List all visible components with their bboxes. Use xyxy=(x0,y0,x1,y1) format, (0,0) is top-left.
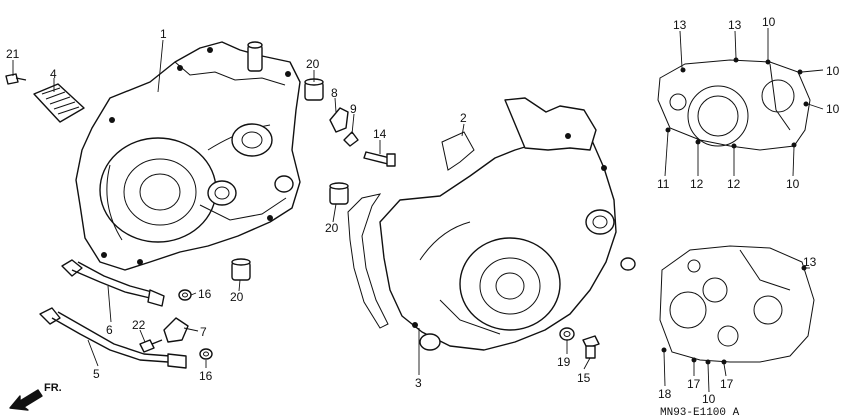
right-case-bolt-pattern xyxy=(659,245,815,365)
callout-10-lower: 10 xyxy=(702,392,716,406)
hose-clamp xyxy=(163,317,189,343)
callout-20-middle: 20 xyxy=(325,221,339,235)
breather-plate xyxy=(33,83,85,123)
dowel-pin-upper xyxy=(304,78,324,101)
callout-11: 11 xyxy=(657,177,670,191)
drain-bolt xyxy=(582,335,600,359)
oil-hose-upper xyxy=(61,259,165,307)
callout-22: 22 xyxy=(132,318,146,332)
right-crankcase-half xyxy=(379,97,636,351)
callout-2: 2 xyxy=(460,111,467,125)
sealing-washer-lower xyxy=(199,348,213,360)
sealing-washer-upper xyxy=(178,289,192,301)
left-crankcase-half xyxy=(75,41,301,271)
plate-bolt xyxy=(5,73,27,85)
callout-16-upper: 16 xyxy=(198,287,212,301)
callout-3: 3 xyxy=(415,376,422,390)
callout-6: 6 xyxy=(106,323,113,337)
callout-16-lower: 16 xyxy=(199,369,213,383)
callout-18: 18 xyxy=(658,387,672,401)
dowel-pin-middle xyxy=(329,182,349,205)
callout-4: 4 xyxy=(50,67,57,81)
callout-21: 21 xyxy=(6,47,20,61)
callout-17-left: 17 xyxy=(687,377,701,391)
front-label: FR. xyxy=(44,382,62,394)
dowel-pin-lower xyxy=(231,258,251,281)
callout-12-left: 12 xyxy=(690,177,704,191)
callout-9: 9 xyxy=(350,102,357,116)
callout-19: 19 xyxy=(557,355,571,369)
front-arrow-icon xyxy=(9,389,43,411)
callout-15: 15 xyxy=(577,371,591,385)
callout-10-bottom: 10 xyxy=(786,177,800,191)
callout-20-upper: 20 xyxy=(306,57,320,71)
callout-13-lower: 13 xyxy=(803,255,817,269)
front-direction-marker: FR. xyxy=(9,382,62,411)
crankcase-gasket xyxy=(347,131,475,329)
bracket xyxy=(329,107,349,133)
callout-labels: 1 4 21 20 8 9 14 20 20 2 3 19 15 6 5 22 … xyxy=(6,15,840,406)
callout-13-top-middle: 13 xyxy=(728,18,742,32)
clip xyxy=(343,131,359,147)
callout-7: 7 xyxy=(200,325,207,339)
callout-10-top: 10 xyxy=(762,15,776,29)
oil-hose-lower xyxy=(39,307,187,369)
diagram-code: MN93-E1100 A xyxy=(660,407,740,418)
callout-14: 14 xyxy=(373,127,387,141)
callout-20-lower: 20 xyxy=(230,290,244,304)
callout-1: 1 xyxy=(160,27,167,41)
bolt-14 xyxy=(363,151,396,167)
callout-17-right: 17 xyxy=(720,377,734,391)
left-case-bolt-pattern xyxy=(657,57,811,151)
callout-10-right-upper: 10 xyxy=(826,64,840,78)
clamp-bolt xyxy=(139,339,163,353)
callout-5: 5 xyxy=(93,367,100,381)
leader-lines xyxy=(12,28,824,393)
callout-10-right-lower: 10 xyxy=(826,102,840,116)
callout-12-right: 12 xyxy=(727,177,741,191)
callout-8: 8 xyxy=(331,86,338,100)
drain-washer xyxy=(559,327,575,341)
callout-13-top-left: 13 xyxy=(673,18,687,32)
